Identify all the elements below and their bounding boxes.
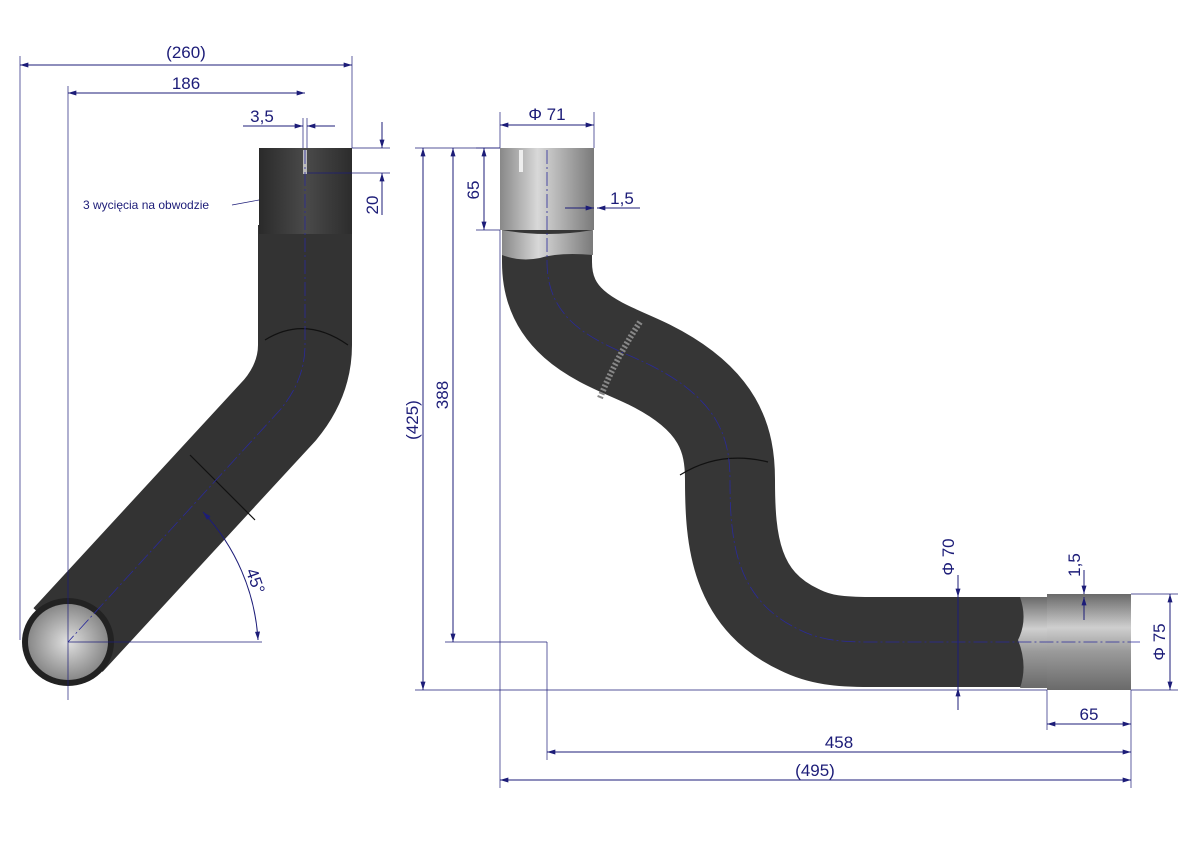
- right-dimensions: Φ 71 65 1,5 (425) 388 Φ 70 1,5 Φ 75 65 4…: [403, 105, 1178, 788]
- dim-pipe-diameter: Φ 70: [939, 538, 958, 575]
- dim-overall-width: (260): [166, 43, 206, 62]
- dim-overall-height: (425): [403, 400, 422, 440]
- left-dimensions: (260) 186 3,5 20 3 wycięcia na obwodzie …: [19, 43, 390, 700]
- right-pipe: [500, 148, 1140, 690]
- dim-slot-width: 3,5: [250, 107, 274, 126]
- dim-slot-depth: 20: [363, 196, 382, 215]
- dim-end-wall: 1,5: [1065, 553, 1084, 577]
- dim-end-diameter: Φ 75: [1150, 623, 1169, 660]
- dim-top-sleeve-length: 65: [464, 181, 483, 200]
- dim-center-width: 186: [172, 74, 200, 93]
- left-pipe: [22, 148, 352, 686]
- dim-top-diameter: Φ 71: [528, 105, 565, 124]
- dim-end-sleeve-length: 65: [1080, 705, 1099, 724]
- dim-top-wall: 1,5: [610, 189, 634, 208]
- dim-center-length: 458: [825, 733, 853, 752]
- slot-note: 3 wycięcia na obwodzie: [83, 198, 209, 212]
- dim-center-height: 388: [433, 381, 452, 409]
- dim-angle: 45°: [242, 566, 269, 597]
- dim-overall-length: (495): [795, 761, 835, 780]
